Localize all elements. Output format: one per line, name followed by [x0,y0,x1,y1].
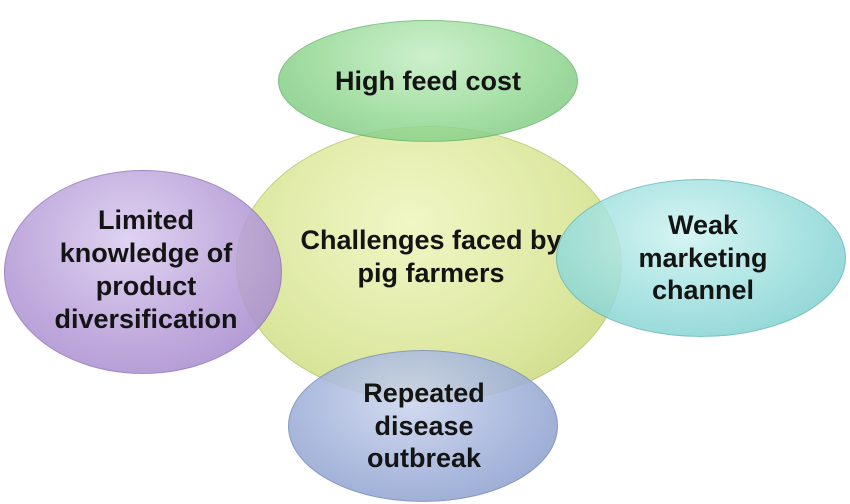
top-node-shape [278,20,578,142]
right-node-text: Weak marketing channel [638,209,768,306]
right-node-label: Weak marketing channel [560,200,846,316]
left-node-text: Limited knowledge of product diversifica… [54,205,238,334]
left-node-shape [4,170,282,374]
top-node-text: High feed cost [334,65,522,96]
top-node-label: High feed cost [278,58,578,104]
right-node-shape [556,179,846,337]
center-node-text: Challenges faced by pig farmers [300,225,562,288]
left-node-label: Limited knowledge of product diversifica… [10,192,282,348]
bottom-node-shape [288,350,558,502]
bottom-node-label: Repeated disease outbreak [296,368,552,484]
bottom-node-text: Repeated disease outbreak [363,377,485,474]
center-node-label: Challenges faced by pig farmers [286,212,576,302]
